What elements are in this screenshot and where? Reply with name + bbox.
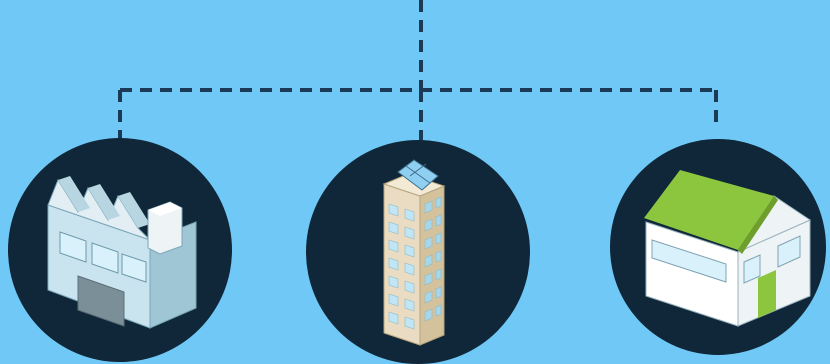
office-tower-icon	[384, 160, 444, 345]
house-door	[758, 270, 776, 318]
